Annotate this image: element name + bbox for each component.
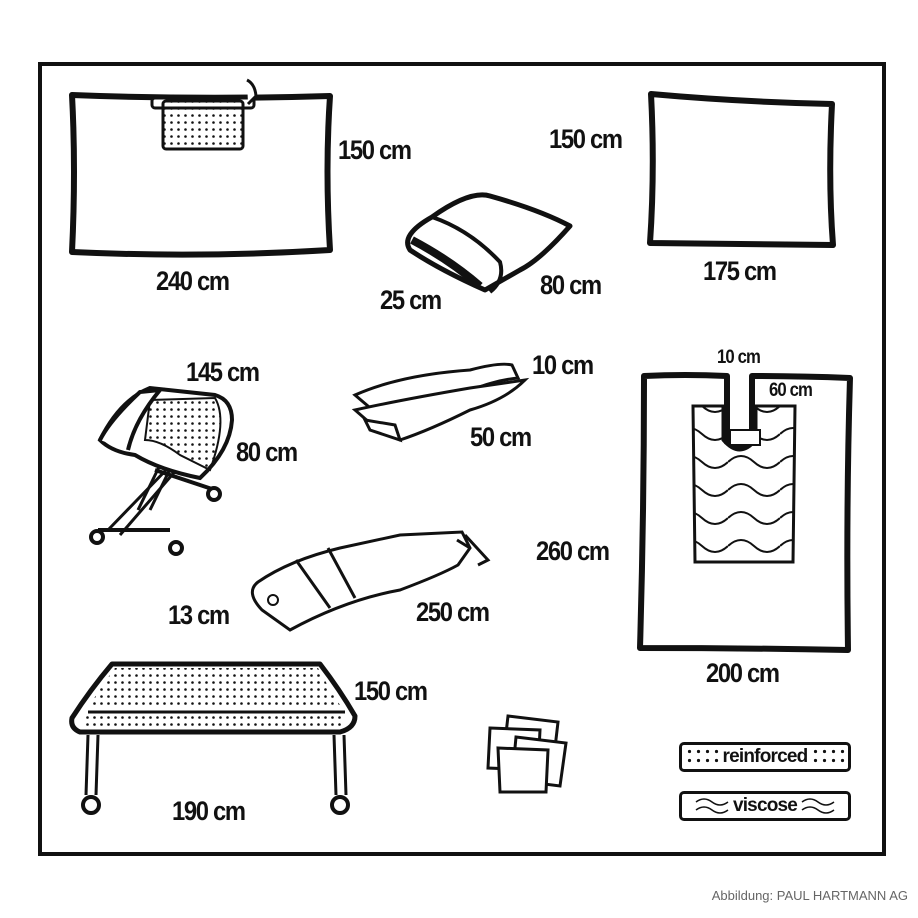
absorbent-towels-icon (486, 714, 568, 794)
drape1-height-label: 150 cm (338, 135, 412, 165)
table-length-label: 190 cm (172, 796, 246, 826)
pillow-length-label: 80 cm (540, 270, 602, 300)
legend-label: reinforced (722, 746, 809, 767)
udrape-height-label: 260 cm (536, 536, 610, 566)
leg-cover-icon (250, 530, 491, 632)
square-width-label: 175 cm (703, 256, 777, 286)
back-table-cover-icon (69, 661, 358, 815)
mayo-length-label: 145 cm (186, 357, 260, 387)
pillow-width-label: 25 cm (380, 285, 442, 315)
legend-label: viscose (732, 795, 798, 816)
tape-strips-icon (351, 362, 530, 443)
legend-reinforced: reinforced (679, 742, 851, 772)
diagram-frame (38, 62, 886, 856)
square-height-label: 150 cm (549, 124, 623, 154)
udrape-width-label: 200 cm (706, 658, 780, 688)
mayo-stand-cover-icon (89, 385, 235, 556)
mayo-cover-folded-icon (405, 192, 573, 294)
square-drape-icon (647, 91, 836, 248)
image-credit: Abbildung: PAUL HARTMANN AG (711, 888, 908, 903)
leg-width-label: 13 cm (168, 600, 230, 630)
drape1-width-label: 240 cm (156, 266, 230, 296)
leg-length-label: 250 cm (416, 597, 490, 627)
tape-length-label: 50 cm (470, 422, 532, 452)
udrape-slit-width-label: 10 cm (717, 347, 761, 368)
instrument-table-drape-icon (69, 78, 333, 258)
waves-pattern-icon (695, 798, 729, 814)
u-drape-icon (637, 372, 853, 653)
udrape-slit-length-label: 60 cm (769, 380, 813, 401)
table-width-label: 150 cm (354, 676, 428, 706)
dots-pattern-icon (684, 747, 719, 767)
dots-pattern-icon (811, 747, 846, 767)
legend-viscose: viscose (679, 791, 851, 821)
mayo-width-label: 80 cm (236, 437, 298, 467)
tape-width-label: 10 cm (532, 350, 594, 380)
waves-pattern-icon (801, 798, 835, 814)
